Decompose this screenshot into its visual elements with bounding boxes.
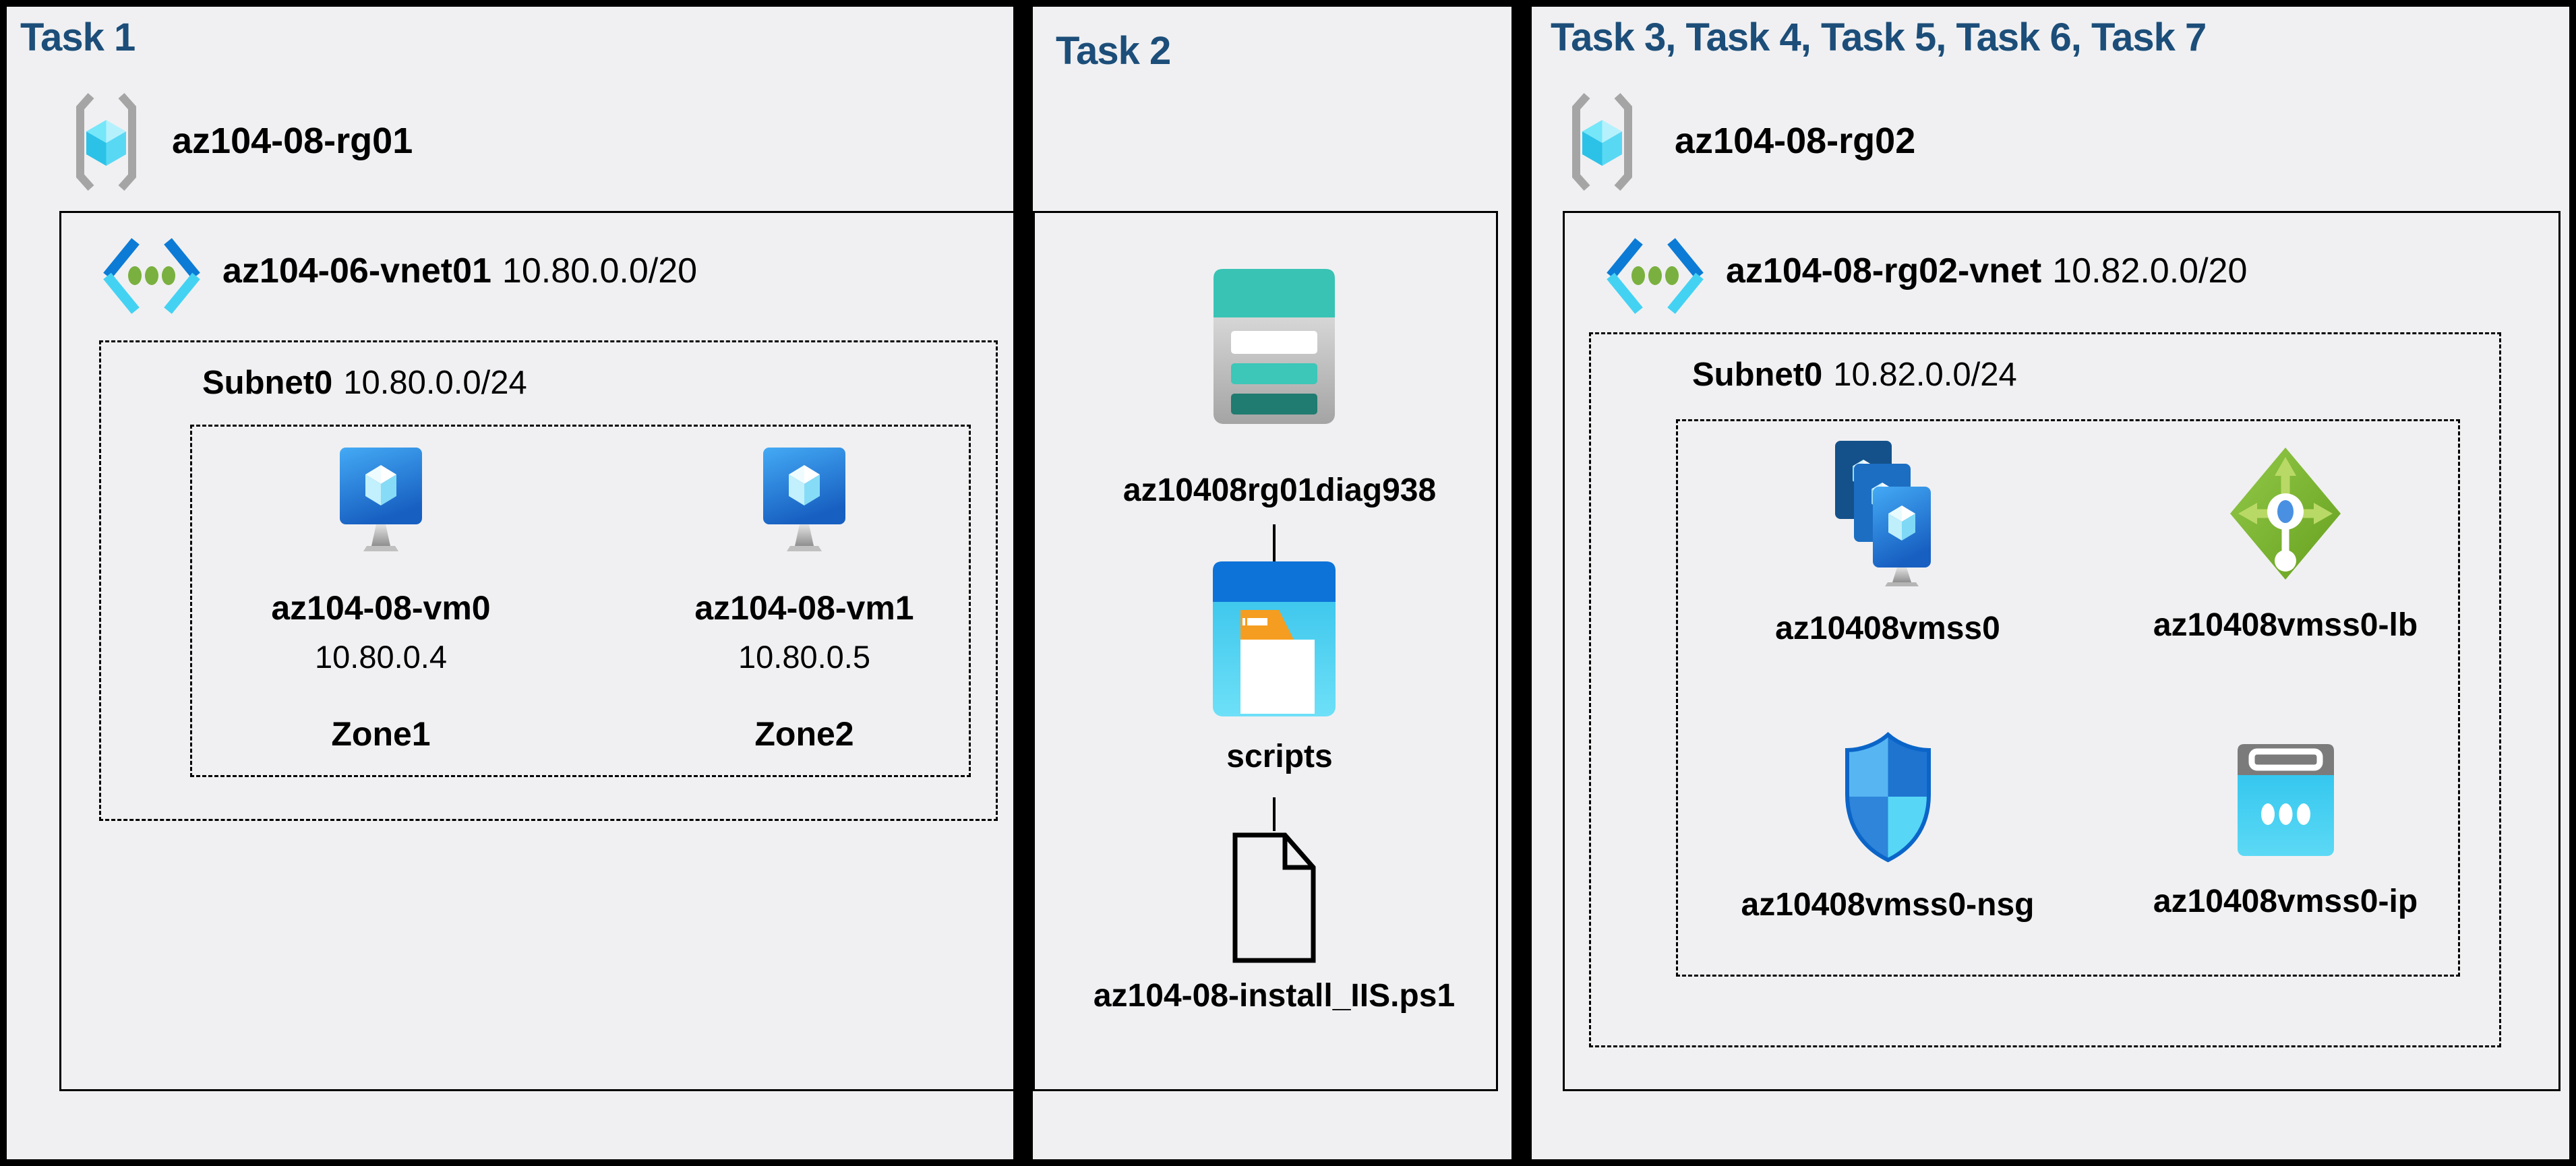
network-security-group-icon xyxy=(1839,731,1937,865)
task1-title: Task 1 xyxy=(20,16,136,59)
nsg-cell: az10408vmss0-nsg xyxy=(1733,731,2043,923)
task1-zones-box xyxy=(190,425,971,777)
task3-title: Task 3, Task 4, Task 5, Task 6, Task 7 xyxy=(1551,16,2207,59)
vm1-name: az104-08-vm1 xyxy=(694,589,914,627)
task3-subnet-box xyxy=(1589,332,2501,1047)
vm0-zone: Zone1 xyxy=(331,715,431,753)
resource-group-icon xyxy=(1560,93,1644,194)
task1-subnet-name: Subnet0 xyxy=(202,365,333,401)
nsg-label: az10408vmss0-nsg xyxy=(1741,887,2035,923)
resource-group-icon xyxy=(64,93,148,194)
task3-vnet-box xyxy=(1563,211,2560,1091)
vmss-label: az10408vmss0 xyxy=(1775,611,2000,646)
vm1-ip: 10.80.0.5 xyxy=(738,639,870,675)
task1-resource-group-label: az104-08-rg01 xyxy=(172,121,413,161)
public-ip-label: az10408vmss0-ip xyxy=(2153,884,2418,919)
blob-container-icon xyxy=(1213,561,1336,720)
vm0-name: az104-08-vm0 xyxy=(271,589,491,627)
task3-vnet-label: az104-08-rg02-vnet 10.82.0.0/20 xyxy=(1726,251,2247,291)
storage-account-icon xyxy=(1214,268,1335,428)
lb-cell: az10408vmss0-lb xyxy=(2130,445,2440,644)
file-icon xyxy=(1231,831,1317,968)
task1-subnet-cidr: 10.80.0.0/24 xyxy=(343,365,527,401)
task1-subnet-box xyxy=(99,340,998,821)
task1-vnet-name: az104-06-vnet01 xyxy=(222,251,491,290)
connector-line xyxy=(1273,797,1276,831)
vm1-cell: az104-08-vm1 10.80.0.5 Zone2 xyxy=(642,446,966,754)
task3-subnet-name: Subnet0 xyxy=(1692,357,1823,393)
script-file-label: az104-08-install_IIS.ps1 xyxy=(1093,978,1456,1014)
container-label: scripts xyxy=(1226,739,1333,774)
vm-scale-set-icon xyxy=(1824,441,1951,589)
virtual-machine-icon xyxy=(754,448,855,557)
vm0-ip: 10.80.0.4 xyxy=(314,639,447,675)
task2-content-box xyxy=(1033,211,1498,1091)
vm0-cell: az104-08-vm0 10.80.0.4 Zone1 xyxy=(219,446,543,754)
load-balancer-icon xyxy=(2225,448,2346,586)
task3-subnet-label: Subnet0 10.82.0.0/24 xyxy=(1692,356,2017,394)
virtual-network-icon xyxy=(1601,237,1709,318)
vmss-cell: az10408vmss0 xyxy=(1733,438,2043,647)
task1-vnet-label: az104-06-vnet01 10.80.0.0/20 xyxy=(222,251,697,291)
virtual-network-icon xyxy=(98,237,206,318)
task1-panel xyxy=(7,7,1013,1159)
task3-resources-box xyxy=(1676,419,2460,977)
virtual-machine-icon xyxy=(330,448,431,557)
task3-resource-group-label: az104-08-rg02 xyxy=(1675,121,1916,161)
task3-panel xyxy=(1532,7,2569,1159)
vm1-zone: Zone2 xyxy=(754,715,854,753)
connector-line xyxy=(1273,524,1276,561)
task3-vnet-name: az104-08-rg02-vnet xyxy=(1726,251,2042,290)
task1-vnet-cidr: 10.80.0.0/20 xyxy=(502,251,698,290)
task3-vnet-cidr: 10.82.0.0/20 xyxy=(2052,251,2248,290)
storage-account-label: az10408rg01diag938 xyxy=(1122,472,1437,508)
task1-vnet-box xyxy=(59,211,1015,1091)
lb-label: az10408vmss0-lb xyxy=(2153,607,2418,643)
task1-subnet-label: Subnet0 10.80.0.0/24 xyxy=(202,364,527,402)
public-ip-icon xyxy=(2234,744,2338,862)
task3-subnet-cidr: 10.82.0.0/24 xyxy=(1833,357,2017,393)
ip-cell: az10408vmss0-ip xyxy=(2130,741,2440,920)
task2-title: Task 2 xyxy=(1056,29,1171,73)
